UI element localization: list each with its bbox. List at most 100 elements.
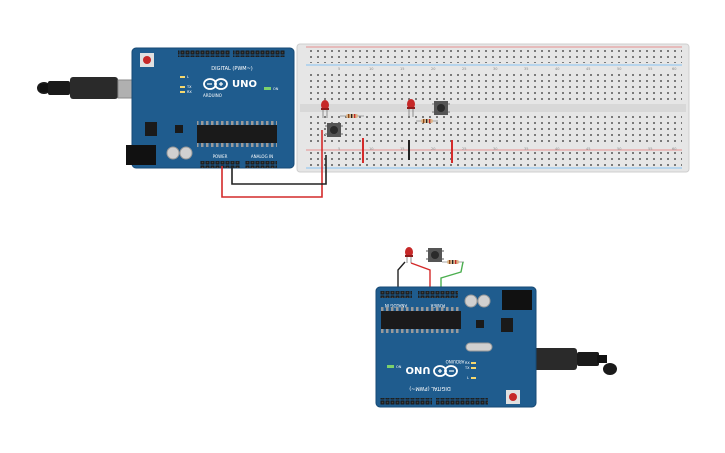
rx-label: RX: [465, 361, 470, 365]
breadboard[interactable]: 5 10 15 20 25 30 35 40 45 50 55 60 5 10 …: [296, 43, 690, 173]
voltage-regulator: [145, 122, 157, 136]
bb-num-bottom: 5: [338, 147, 340, 151]
bb-num-top: 30: [493, 67, 497, 71]
arduino-logo-icon: [433, 365, 458, 377]
analog-header[interactable]: [245, 161, 277, 168]
resistor[interactable]: [442, 260, 464, 264]
capacitor: [464, 294, 478, 308]
capacitor: [166, 146, 180, 160]
microcontroller-chip: [381, 311, 461, 329]
microcontroller-chip: [197, 125, 277, 143]
brand-label: ARDUINO: [203, 93, 222, 98]
led-l-icon: [471, 377, 476, 379]
chip-pins: [381, 307, 461, 311]
wire-red-5v[interactable]: [221, 130, 323, 198]
tx-label: TX: [464, 366, 470, 370]
bb-num-bottom: 40: [555, 147, 559, 151]
power-label: POWER: [430, 303, 445, 308]
bb-num-bottom: 55: [648, 147, 652, 151]
bb-num-top: 40: [555, 67, 559, 71]
led[interactable]: [321, 100, 329, 118]
rx-label: RX: [187, 90, 192, 94]
bb-num-top: 25: [462, 67, 466, 71]
led-tx-icon: [471, 367, 476, 369]
capacitor: [179, 146, 193, 160]
pushbutton[interactable]: [426, 248, 444, 262]
power-jack[interactable]: [126, 145, 156, 165]
arduino-board-1[interactable]: DIGITAL (PWM~) UNO ARDUINO L TX RX ON: [126, 47, 295, 169]
bb-num-top: 35: [524, 67, 528, 71]
digital-header[interactable]: [178, 50, 230, 57]
bb-num-bottom: 15: [400, 147, 404, 151]
power-label: POWER: [213, 154, 228, 159]
model-label: UNO: [232, 79, 257, 90]
pushbutton[interactable]: [432, 101, 450, 115]
analog-label: ANALOG IN: [251, 154, 273, 159]
voltage-regulator: [501, 318, 513, 332]
bb-num-top: 60: [672, 67, 676, 71]
crystal: [175, 125, 183, 133]
led-on-icon: [264, 87, 271, 90]
digital-header[interactable]: [436, 398, 488, 405]
crystal: [476, 320, 484, 328]
brand-label: ARDUINO: [446, 359, 465, 364]
digital-header[interactable]: [380, 398, 432, 405]
resistor[interactable]: [416, 119, 438, 123]
crystal-oscillator: [465, 342, 493, 352]
bb-num-bottom: 50: [617, 147, 621, 151]
bb-num-bottom: 45: [586, 147, 590, 151]
bb-num-top: 10: [369, 67, 373, 71]
analog-label: ANALOG IN: [385, 303, 407, 308]
model-label: UNO: [406, 364, 431, 375]
tx-label: TX: [186, 85, 192, 89]
breadboard-center-channel: [300, 104, 686, 112]
bb-num-bottom: 35: [524, 147, 528, 151]
chip-pins: [197, 143, 277, 147]
on-label: ON: [396, 365, 402, 369]
breadboard-terminal-top[interactable]: [306, 71, 682, 103]
bb-num-top: 15: [400, 67, 404, 71]
usb-cable[interactable]: [37, 77, 145, 99]
led[interactable]: [405, 247, 413, 263]
led-tx-icon: [180, 86, 185, 88]
chip-pins: [197, 121, 277, 125]
power-jack[interactable]: [502, 290, 532, 310]
on-label: ON: [273, 87, 279, 91]
resistor[interactable]: [340, 114, 364, 118]
wire-red[interactable]: [410, 262, 431, 290]
pushbutton[interactable]: [325, 123, 343, 137]
l-label: L: [187, 75, 189, 79]
wire-black-gnd[interactable]: [231, 155, 327, 185]
digital-label: DIGITAL (PWM~): [211, 66, 253, 72]
power-header[interactable]: [200, 161, 240, 168]
arduino-logo-icon: [203, 78, 228, 90]
arduino-board-2[interactable]: ANALOG IN POWER ON RX TX L UNO A: [375, 286, 537, 408]
digital-header[interactable]: [233, 50, 285, 57]
bb-num-bottom: 20: [431, 147, 435, 151]
reset-icon: [143, 56, 151, 64]
l-label: L: [467, 376, 469, 380]
breadboard-power-rail-bottom[interactable]: [306, 152, 682, 166]
bb-num-bottom: 25: [462, 147, 466, 151]
led-rx-icon: [471, 362, 476, 364]
breadboard-power-rail-top[interactable]: [306, 49, 682, 63]
bb-num-top: 50: [617, 67, 621, 71]
reset-icon: [509, 393, 517, 401]
bb-num-bottom: 60: [672, 147, 676, 151]
analog-header[interactable]: [380, 291, 412, 298]
capacitor: [477, 294, 491, 308]
bb-num-top: 55: [648, 67, 652, 71]
led-l-icon: [180, 76, 185, 78]
led-on-icon: [387, 365, 394, 368]
wire-green[interactable]: [440, 261, 464, 290]
bb-num-top: 20: [431, 67, 435, 71]
power-header[interactable]: [418, 291, 458, 298]
bb-num-bottom: 10: [369, 147, 373, 151]
led-rx-icon: [180, 91, 185, 93]
bb-num-bottom: 30: [493, 147, 497, 151]
breadboard-terminal-bottom[interactable]: [306, 114, 682, 146]
chip-pins: [381, 329, 461, 333]
wire-black[interactable]: [397, 261, 406, 290]
led[interactable]: [407, 99, 415, 117]
